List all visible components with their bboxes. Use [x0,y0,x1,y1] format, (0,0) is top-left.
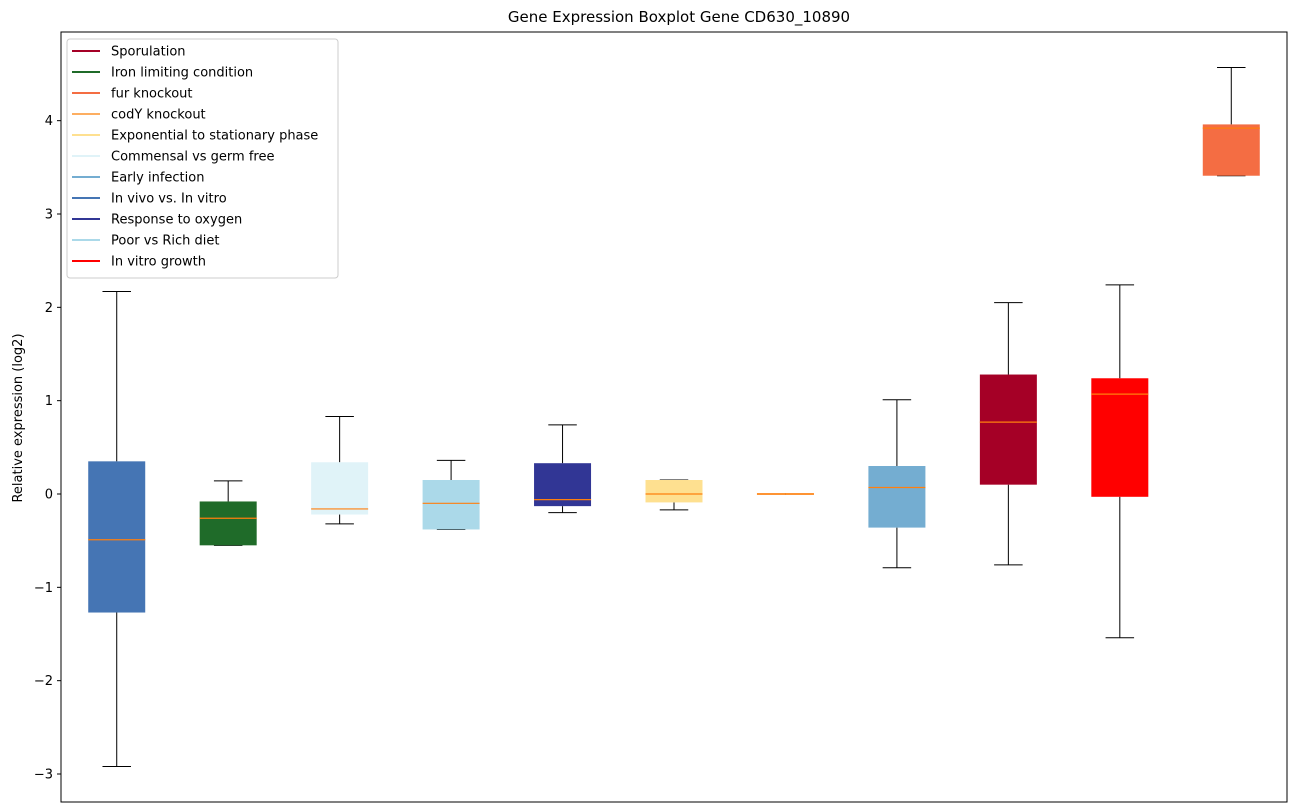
box-cody-knockout [756,493,814,495]
box-response-to-oxygen [534,424,592,514]
box-in-vivo-vs-in-vitro [88,290,146,768]
legend-item: codY knockout [72,108,206,123]
legend-label: Early infection [111,171,204,186]
box-iqr [311,462,369,515]
box-early-infection [868,399,926,569]
legend-item: Iron limiting condition [72,66,253,81]
y-tick-label: −1 [34,581,53,596]
y-axis-label: Relative expression (log2) [11,333,26,502]
legend-item: Sporulation [72,45,186,60]
legend-label: Poor vs Rich diet [111,234,219,249]
legend-item: fur knockout [72,87,193,102]
box-iqr [534,463,592,507]
y-tick-label: 1 [45,394,53,409]
legend-label: Commensal vs germ free [111,150,274,165]
legend-item: Early infection [72,171,204,186]
box-poor-vs-rich-diet [422,459,480,530]
box-in-vitro-growth [1091,284,1149,639]
box-iqr [979,374,1037,485]
y-tick-label: −2 [34,674,53,689]
box-iqr [1202,124,1260,176]
y-axis: −3 −2 −1 0 1 2 3 4 [34,114,61,783]
y-tick-label: 2 [45,301,53,316]
y-tick-label: −3 [34,768,53,783]
box-iqr [868,466,926,528]
y-tick-label: 3 [45,208,53,223]
legend-label: In vitro growth [111,255,206,270]
legend-item: Commensal vs germ free [72,150,274,165]
legend-label: In vivo vs. In vitro [111,192,227,207]
box-iron-limiting-condition [199,480,257,546]
legend-label: Sporulation [111,45,186,60]
box-iqr [645,480,703,503]
boxes-layer [88,66,1260,768]
legend-item: In vivo vs. In vitro [72,192,227,207]
box-iqr [199,501,257,546]
legend-frame [66,38,339,279]
legend-label: fur knockout [111,87,193,102]
y-tick-label: 4 [45,114,53,129]
legend-item: Poor vs Rich diet [72,234,219,249]
legend-item: In vitro growth [72,255,206,270]
legend-item: Exponential to stationary phase [72,129,318,144]
box-commensal-vs-germ-free [311,416,369,525]
box-iqr [422,480,480,530]
box-iqr [88,461,146,613]
legend-label: Iron limiting condition [111,66,253,81]
box-sporulation [979,302,1037,566]
legend-label: Exponential to stationary phase [111,129,318,144]
plot-frame [60,31,1288,803]
box-iqr [1091,378,1149,497]
legend-item: Response to oxygen [72,213,242,228]
box-fur-knockout [1202,66,1260,177]
legend-label: Response to oxygen [111,213,242,228]
box-exponential-to-stationary-phase [645,479,703,511]
y-tick-label: 0 [45,488,53,503]
legend-label: codY knockout [111,108,206,123]
chart-title: Gene Expression Boxplot Gene CD630_10890 [508,8,850,27]
